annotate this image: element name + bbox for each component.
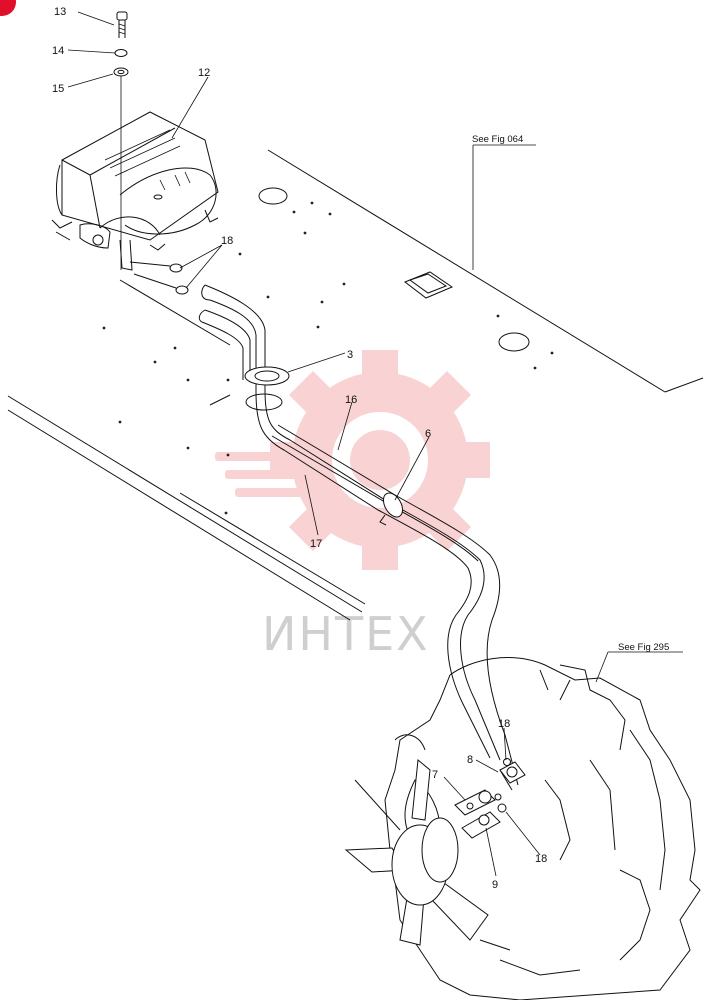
fittings (454, 758, 526, 839)
callout-8: 8 (467, 754, 473, 766)
deck-bolt-holes (102, 201, 554, 515)
hose-clamps-upper (129, 261, 189, 295)
callout-13: 13 (54, 6, 66, 18)
callout-18-lower-a: 18 (498, 718, 510, 730)
callout-labels: 13 14 15 12 18 3 16 6 17 18 8 7 18 9 (52, 6, 547, 891)
reference-engine-fig[interactable]: See Fig 295 (618, 642, 669, 653)
callout-6: 6 (425, 428, 431, 440)
engine-fan (344, 734, 489, 946)
callout-17: 17 (310, 538, 322, 550)
callout-15: 15 (52, 83, 64, 95)
reference-frame-fig[interactable]: See Fig 064 (472, 134, 523, 145)
callout-18-lower-b: 18 (535, 853, 547, 865)
watermark-text: ИНТЕХ (262, 607, 430, 661)
callout-16: 16 (345, 394, 357, 406)
callout-12: 12 (198, 67, 210, 79)
callout-9: 9 (492, 879, 498, 891)
engine-block (344, 657, 701, 1000)
corner-badge (0, 0, 16, 16)
frame-deck (7, 149, 704, 621)
bolt-assembly (113, 11, 129, 270)
callout-7: 7 (432, 769, 438, 781)
callout-18-upper: 18 (221, 235, 233, 247)
leader-lines (67, 11, 683, 877)
heater-unit (51, 111, 219, 271)
callout-3: 3 (347, 349, 353, 361)
callout-14: 14 (52, 45, 64, 57)
hose-clip (379, 492, 403, 526)
grommet (244, 366, 290, 411)
